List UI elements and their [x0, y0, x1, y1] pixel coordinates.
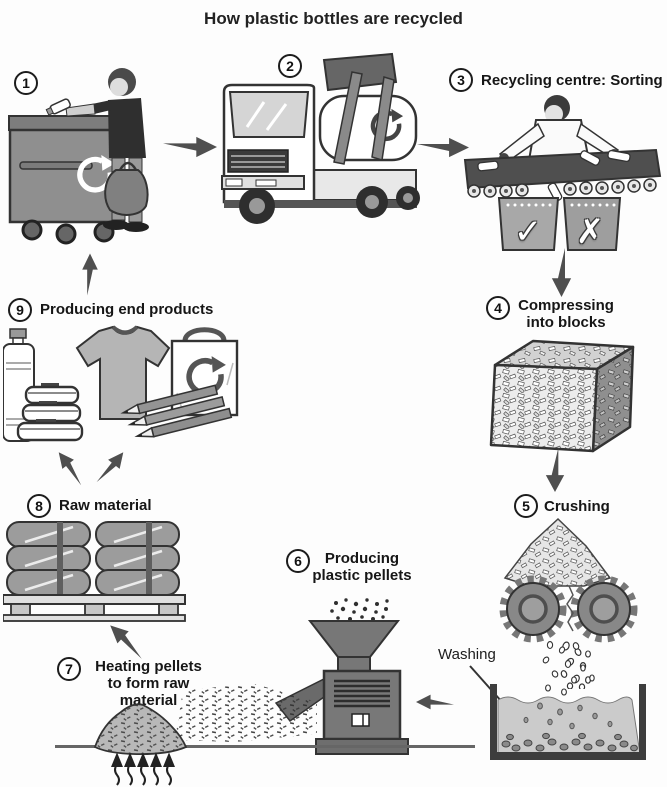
- sorting-illustration: [463, 95, 662, 251]
- step-5-number: 5: [522, 498, 530, 514]
- step-3-label: Recycling centre: Sorting: [481, 72, 663, 89]
- step-3-badge: 3: [449, 68, 473, 92]
- step-8-label: Raw material: [59, 497, 152, 514]
- step-4-number: 4: [494, 300, 502, 316]
- compressed-block-illustration: [489, 339, 635, 453]
- step-6-number: 6: [294, 553, 302, 569]
- step-8-badge: 8: [27, 494, 51, 518]
- washing-tank-illustration: [469, 641, 646, 760]
- falling-pellets: [542, 641, 595, 696]
- arrow-step4-to-step5: [545, 448, 565, 492]
- bin-and-person-illustration: [8, 68, 149, 245]
- step-5-badge: 5: [514, 494, 538, 518]
- step-4-label: Compressing into blocks: [518, 297, 614, 331]
- pencils-icon: [120, 384, 233, 438]
- step-9-label: Producing end products: [40, 301, 214, 318]
- arrow-step3-to-step4: [551, 248, 572, 297]
- step-3-number: 3: [457, 72, 465, 88]
- arrow-step7-to-step8: [104, 619, 150, 664]
- pellet-spray: [175, 684, 317, 742]
- step-9-number: 9: [16, 302, 24, 318]
- truck-illustration: [221, 52, 420, 224]
- arrow-step8-to-step9-right: [92, 447, 130, 489]
- diagram-title: How plastic bottles are recycled: [204, 9, 463, 28]
- raw-material-pallet-illustration: [3, 521, 186, 622]
- arrow-step1-to-step2: [163, 136, 217, 158]
- step-1-number: 1: [22, 75, 30, 91]
- step-6-badge: 6: [286, 549, 310, 573]
- step-7-label: Heating pellets to form raw material: [95, 658, 202, 709]
- reject-bin: [562, 197, 622, 251]
- accept-bin: [497, 197, 560, 251]
- end-products-illustration: [3, 325, 239, 442]
- step-7-badge: 7: [57, 657, 81, 681]
- arrow-step8-to-step9-left: [52, 447, 90, 489]
- gear-icon: [499, 575, 567, 643]
- heat-arrows: [111, 752, 175, 786]
- lifted-bin-icon: [322, 52, 398, 92]
- machine-button: [351, 713, 370, 727]
- container-stack-icon: [16, 383, 84, 442]
- step-4-badge: 4: [486, 296, 510, 320]
- step-9-badge: 9: [8, 298, 32, 322]
- heating-illustration: [55, 684, 475, 786]
- step-1-badge: 1: [14, 71, 38, 95]
- washing-label: Washing: [438, 646, 496, 663]
- plastic-bits: [330, 598, 389, 621]
- crushing-illustration: [499, 517, 638, 689]
- gear-icon: [570, 575, 638, 643]
- step-8-number: 8: [35, 498, 43, 514]
- person-figure: [45, 68, 149, 232]
- arrow-step9-to-step1: [82, 253, 99, 296]
- tshirt-icon: [75, 325, 171, 420]
- check-icon: ✓: [513, 213, 543, 251]
- step-2-number: 2: [286, 58, 294, 74]
- bag-icon: [104, 169, 149, 216]
- step-5-label: Crushing: [544, 498, 610, 515]
- arrow-washing-to-step6: [416, 694, 454, 710]
- arrow-step2-to-step3: [417, 137, 469, 158]
- step-6-label: Producing plastic pellets: [312, 550, 412, 584]
- step-2-badge: 2: [278, 54, 302, 78]
- step-7-number: 7: [65, 661, 73, 677]
- pellet-machine-illustration: [274, 598, 409, 755]
- cross-icon: ✗: [575, 213, 605, 251]
